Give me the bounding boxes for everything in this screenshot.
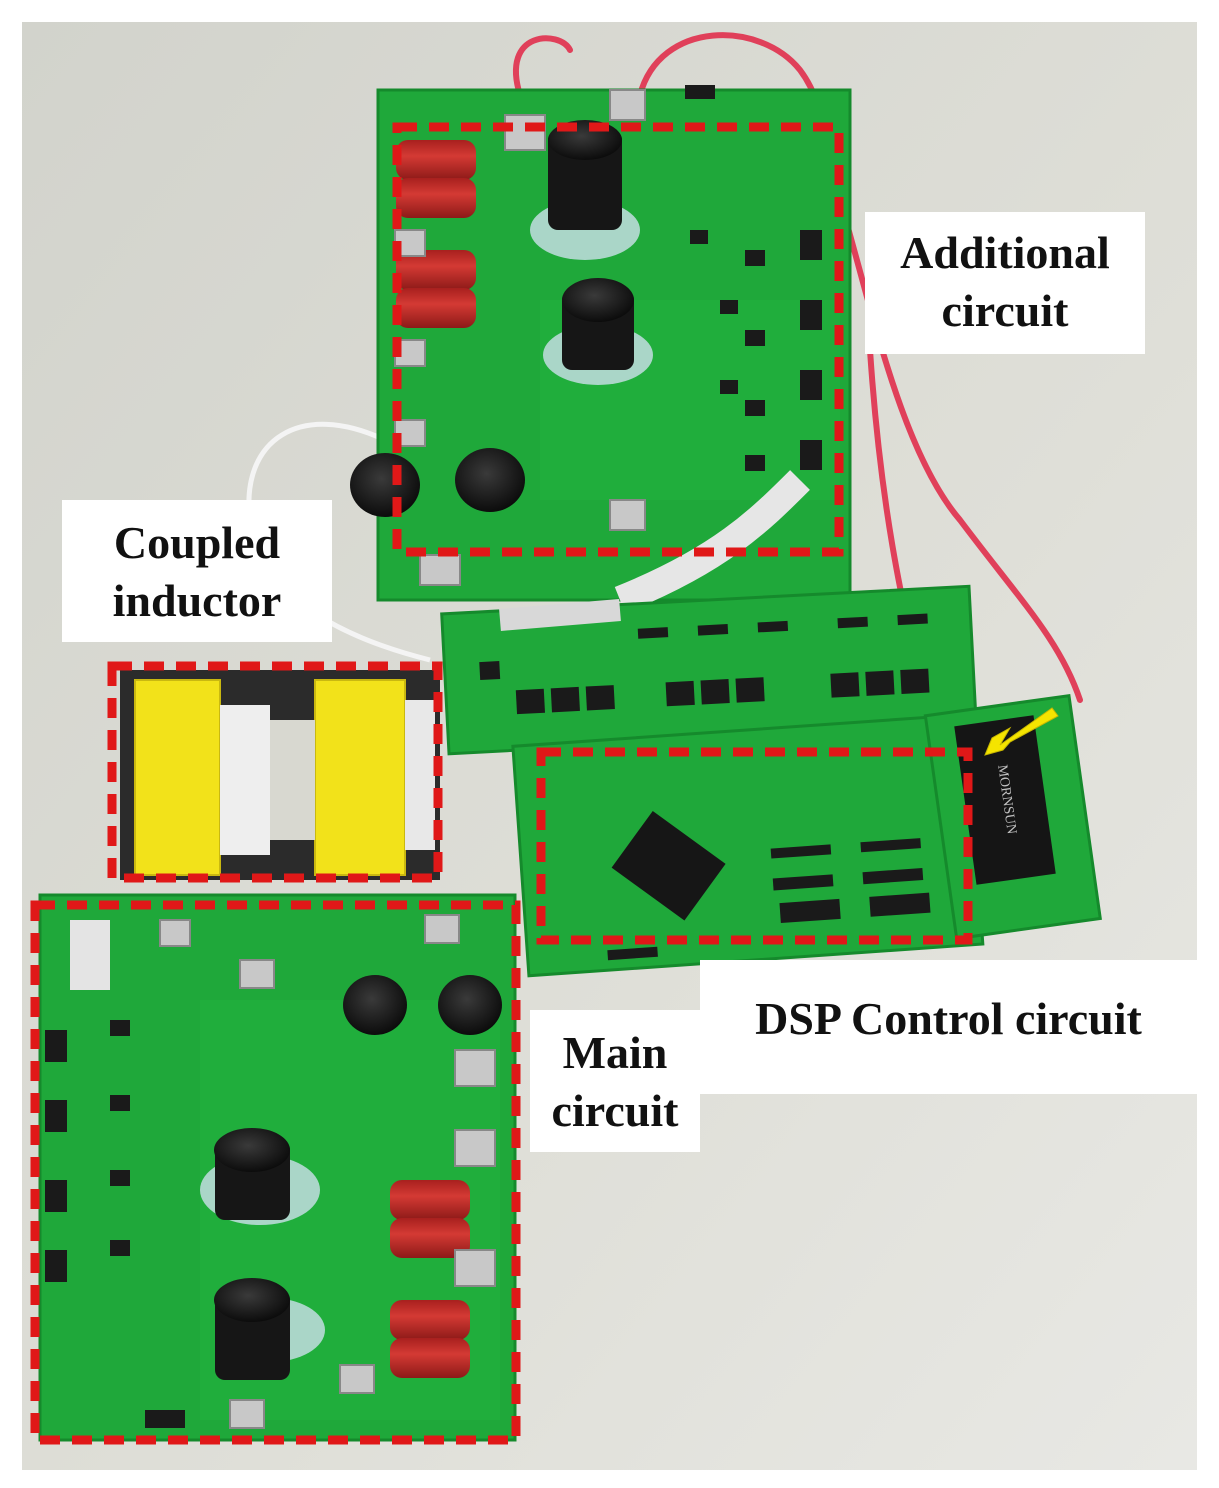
arrow-pointer-icon <box>984 707 1059 756</box>
ic-chips-main <box>45 1020 185 1428</box>
label-coupled-inductor: Coupled inductor <box>62 500 332 642</box>
red-capacitors-top <box>396 140 476 328</box>
label-additional-circuit: Additional circuit <box>865 212 1145 354</box>
label-additional-line1: Additional <box>900 227 1110 278</box>
main-pcb <box>38 893 517 1442</box>
coupled-inductor <box>120 670 440 880</box>
top-pcb <box>350 85 852 613</box>
highlight-boxes <box>30 122 973 1445</box>
ribbon-cable-top <box>614 470 810 613</box>
label-coupled-line2: inductor <box>112 575 282 626</box>
label-main-circuit: Main circuit <box>530 1010 700 1152</box>
ic-chips-top <box>685 85 822 471</box>
electrolytic-capacitors-main <box>200 975 502 1380</box>
label-additional-line2: circuit <box>941 285 1069 336</box>
driver-pcb <box>440 584 978 756</box>
electrolytic-capacitors-top <box>350 120 653 517</box>
additional-circuit-box <box>392 122 844 557</box>
coupled-inductor-box <box>107 661 443 883</box>
label-coupled-line1: Coupled <box>113 517 281 568</box>
dsp-circuit-box <box>536 747 973 945</box>
label-dsp-text: DSP Control circuit <box>755 993 1142 1044</box>
label-main-line2: circuit <box>551 1085 679 1136</box>
red-capacitors-main <box>390 1180 470 1378</box>
terminals-main <box>159 914 496 1429</box>
label-dsp-control-circuit: DSP Control circuit <box>700 960 1197 1094</box>
main-circuit-box <box>30 900 521 1445</box>
label-main-line1: Main <box>562 1027 668 1078</box>
